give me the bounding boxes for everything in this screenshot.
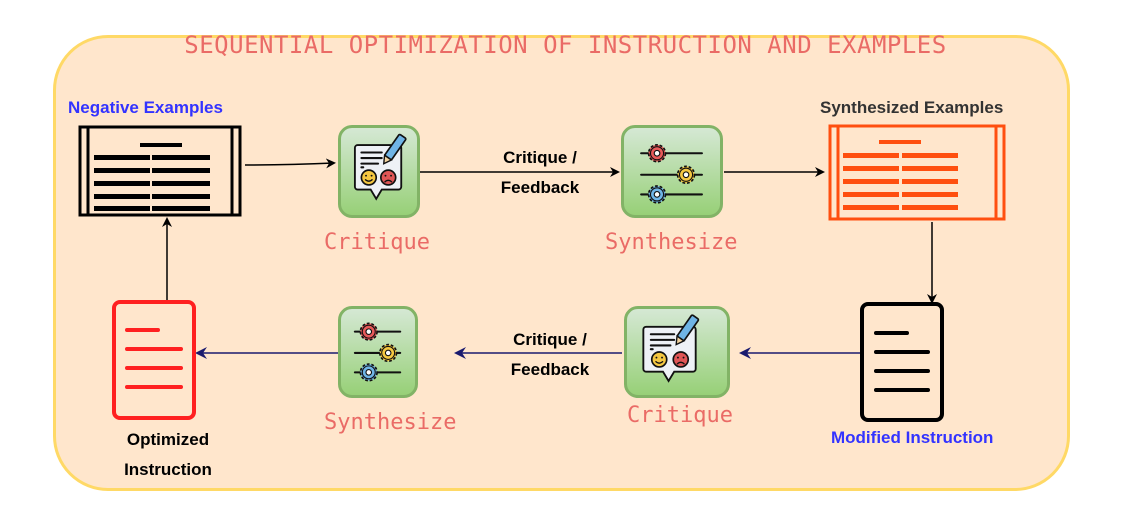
bottom-feedback-label: Critique / Feedback [480,325,620,385]
critique-feedback-icon [353,133,407,201]
red-gear-icon [647,143,667,163]
gear-sliders-icon [640,143,703,204]
top-feedback-line1: Critique / [503,148,577,167]
critique-feedback-icon [642,314,700,383]
top-feedback-label: Critique / Feedback [470,143,610,203]
negative-examples-label: Negative Examples [68,98,223,117]
critique-step-box-2 [624,306,730,398]
synthesized-examples-label: Synthesized Examples [820,98,1004,117]
bottom-feedback-line1: Critique / [513,330,587,349]
optimized-instruction-label-line2: Instruction [124,460,212,479]
bottom-feedback-line2: Feedback [510,360,590,379]
critique-step-box-1 [338,125,420,218]
red-gear-icon [359,322,378,341]
synthesize-step-box-2 [338,306,418,398]
gear-sliders-icon [353,322,402,382]
yellow-gear-icon [676,165,696,185]
synthesize-step-label-2: Synthesize [324,410,457,435]
modified-instruction-label: Modified Instruction [831,428,994,447]
synthesize-step-label-1: Synthesize [605,230,738,255]
critique-step-label-2: Critique [627,403,733,428]
critique-step-label-1: Critique [324,230,430,255]
yellow-gear-icon [379,343,398,363]
blue-gear-icon [647,185,667,204]
blue-gear-icon [359,363,378,382]
diagram-title: SEQUENTIAL OPTIMIZATION OF INSTRUCTION A… [184,31,947,59]
optimized-instruction-label-line1: Optimized [126,430,210,449]
synthesize-step-box-1 [621,125,723,218]
top-feedback-line2: Feedback [500,178,580,197]
